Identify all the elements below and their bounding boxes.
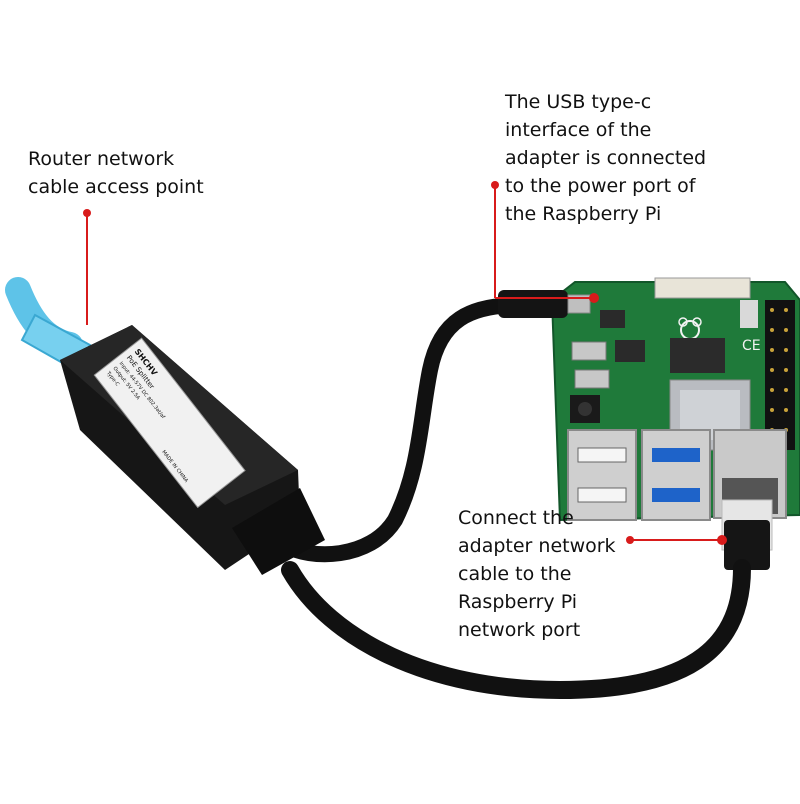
callout-line: cable access point (28, 176, 204, 198)
pi-ethernet-plug (281, 499, 773, 700)
callout-line: Connect the (458, 507, 574, 529)
callout-network-port: Connect the adapter network cable to the… (458, 504, 616, 644)
callout-router-access-point: Router network cable access point (28, 145, 204, 201)
router-leader-dot (83, 209, 91, 217)
usbc-leader-dot (491, 181, 499, 189)
poe-splitter: SHCHV PoE Splitter Input: 44-57V DC 802.… (60, 325, 325, 575)
usb2-ports (567, 429, 637, 521)
callout-usb-c-interface: The USB type-c interface of the adapter … (505, 88, 706, 228)
raspberry-pi-board: CE (550, 277, 800, 522)
callout-line: the Raspberry Pi (505, 203, 662, 225)
callout-leaders (83, 181, 727, 545)
callout-line: Raspberry Pi (458, 591, 578, 613)
device-label: SHCHV PoE Splitter Input: 44-57V DC 802.… (93, 337, 246, 509)
gpio-header (765, 300, 795, 450)
callout-line: to the power port of (505, 175, 696, 197)
callout-line: network port (458, 619, 581, 641)
callout-line: cable to the (458, 563, 572, 585)
netport-leader-dot (626, 536, 634, 544)
netport-port-dot (717, 535, 727, 545)
callout-line: The USB type-c (505, 91, 652, 113)
usbc-port-dot (589, 293, 599, 303)
ce-mark-icon: CE (742, 338, 761, 354)
callout-line: adapter network (458, 535, 616, 557)
callout-line: adapter is connected (505, 147, 707, 169)
callout-line: interface of the (505, 119, 652, 141)
usb3-ports (641, 429, 711, 521)
callout-line: Router network (28, 148, 175, 170)
